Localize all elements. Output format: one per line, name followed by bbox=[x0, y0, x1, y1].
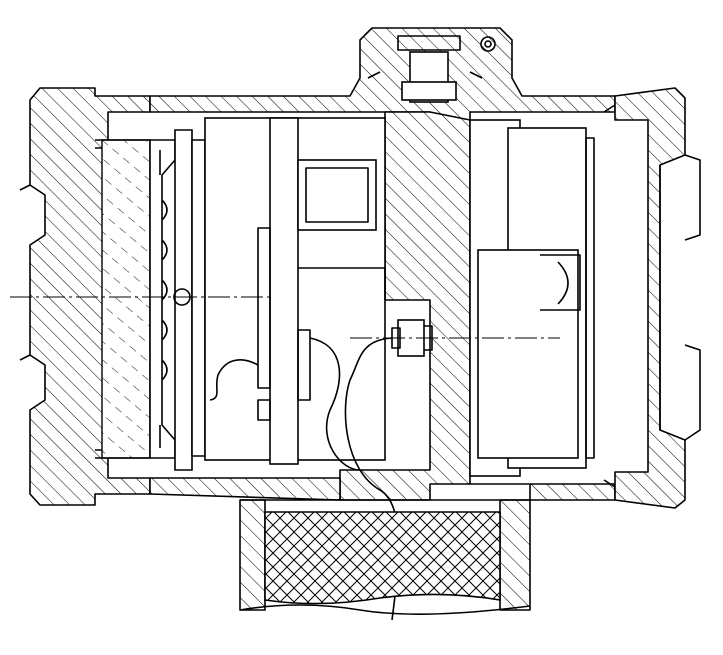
display-window bbox=[297, 159, 377, 231]
center-line bbox=[10, 296, 560, 339]
cable-conduit bbox=[239, 499, 531, 615]
rear-cover bbox=[469, 104, 616, 488]
housing-shell bbox=[19, 27, 701, 509]
cable-gland-top bbox=[367, 35, 496, 103]
front-window-glass bbox=[95, 139, 151, 459]
